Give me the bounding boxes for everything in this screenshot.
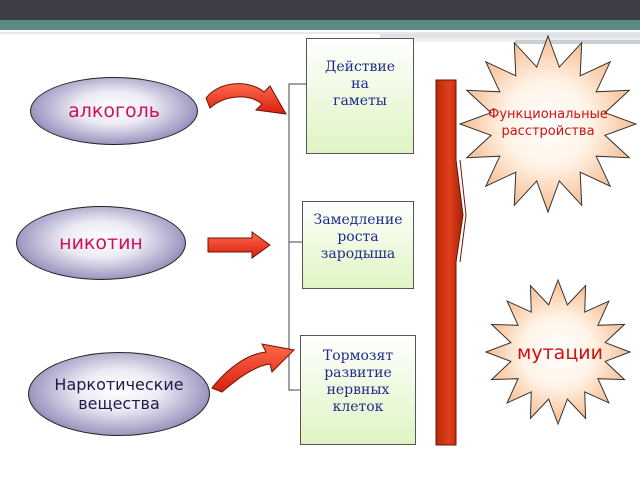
title-bar-accent bbox=[0, 20, 640, 30]
effect-gametes-box: Действие на гаметы bbox=[306, 38, 414, 154]
effect-embryo-box: Замедление роста зародыша bbox=[302, 201, 414, 289]
straight-arrow-nicotine bbox=[207, 231, 271, 259]
outcome-functional-label: Функциональные расстройства bbox=[488, 107, 608, 139]
effect-nerve-label: Тормозят развитие нервных клеток bbox=[322, 348, 394, 415]
source-alcohol: алкоголь bbox=[30, 77, 198, 145]
curved-arrow-drugs bbox=[211, 343, 296, 393]
title-bar bbox=[0, 0, 640, 20]
bracket-line bbox=[288, 83, 306, 391]
vertical-arrow-bar bbox=[435, 79, 464, 446]
divider-shadow bbox=[380, 34, 640, 42]
divider-shadow-dark bbox=[515, 40, 640, 44]
effect-embryo-label: Замедление роста зародыша bbox=[313, 212, 403, 262]
source-alcohol-label: алкоголь bbox=[68, 100, 160, 122]
outcome-mutations-label: мутации bbox=[517, 342, 603, 364]
effect-nerve-box: Тормозят развитие нервных клеток bbox=[300, 335, 416, 445]
source-nicotine-label: никотин bbox=[59, 232, 143, 254]
source-drugs: Наркотические вещества bbox=[28, 352, 210, 436]
starburst-mutations bbox=[484, 278, 632, 426]
curved-arrow-alcohol bbox=[205, 83, 287, 115]
source-drugs-label: Наркотические вещества bbox=[54, 375, 184, 413]
divider-line bbox=[0, 32, 640, 34]
source-nicotine: никотин bbox=[16, 206, 186, 280]
starburst-functional bbox=[458, 34, 638, 214]
vertical-arrow-notch bbox=[459, 159, 467, 263]
effect-gametes-label: Действие на гаметы bbox=[324, 59, 396, 109]
